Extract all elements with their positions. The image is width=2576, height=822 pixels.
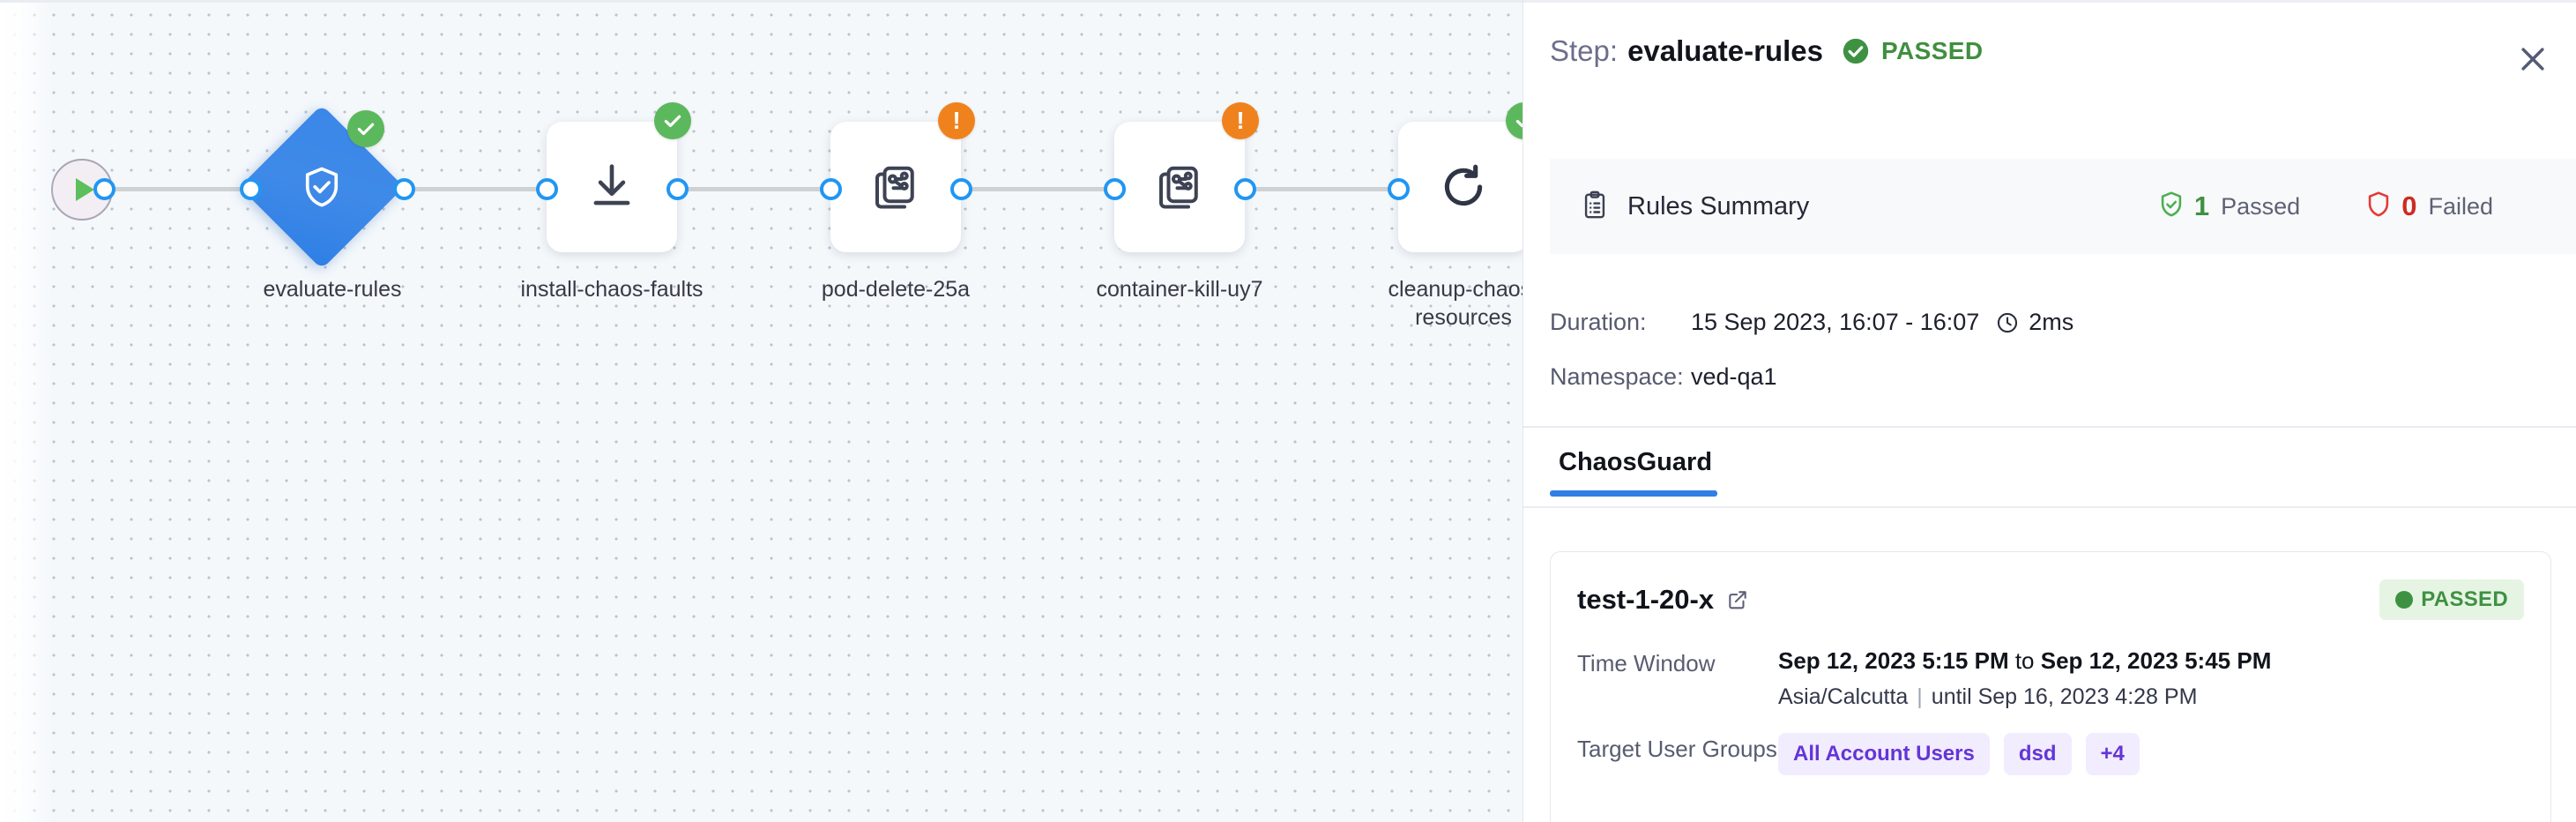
- user-group-chip[interactable]: All Account Users: [1778, 733, 1990, 775]
- check-icon: [357, 123, 375, 136]
- close-icon[interactable]: [2509, 35, 2557, 83]
- pipeline-node-evaluate-rules[interactable]: [239, 104, 405, 270]
- node-label: install-chaos-faults: [520, 277, 704, 302]
- connector-rail: [661, 187, 834, 191]
- play-icon: [75, 178, 94, 201]
- node-status-badge-passed: [347, 110, 384, 147]
- external-link-icon[interactable]: [1726, 588, 1749, 611]
- clock-icon: [1998, 312, 2018, 333]
- target-user-groups-label: Target User Groups: [1577, 736, 1777, 762]
- chaos-fault-icon: [875, 166, 914, 209]
- connector-rail: [945, 187, 1118, 191]
- node-port[interactable]: [1234, 178, 1256, 200]
- connector-rail: [379, 187, 547, 191]
- check-circle-icon: [1841, 36, 1871, 66]
- node-port[interactable]: [393, 178, 415, 200]
- shield-check-icon: [2156, 190, 2186, 224]
- node-port[interactable]: [666, 178, 689, 200]
- connector-rail: [104, 187, 268, 191]
- user-group-overflow-chip[interactable]: +4: [2085, 733, 2140, 775]
- node-label: pod-delete-25a: [821, 277, 971, 302]
- shield-icon: [2364, 190, 2394, 224]
- exclamation-icon: !: [952, 107, 961, 134]
- time-window-end: Sep 12, 2023 5:45 PM: [2040, 647, 2272, 674]
- rules-summary-title: Rules Summary: [1627, 191, 1810, 220]
- check-icon: [1515, 119, 1523, 128]
- target-user-groups-chips: All Account Users dsd +4: [1778, 733, 2140, 775]
- node-port[interactable]: [820, 178, 842, 200]
- node-status-badge-warning: !: [938, 102, 975, 139]
- node-port[interactable]: [93, 178, 115, 200]
- status-badge: PASSED: [1881, 37, 1984, 64]
- timezone-value: Asia/Calcutta: [1778, 684, 1909, 709]
- node-port[interactable]: [1104, 178, 1126, 200]
- node-port[interactable]: [536, 178, 558, 200]
- chaosguard-result-card: test-1-20-x PASSED Time Window Sep 12, 2: [1550, 551, 2551, 822]
- canvas-top-border: [0, 0, 1523, 3]
- time-window-subtext: Asia/Calcutta | until Sep 16, 2023 4:28 PM: [1778, 684, 2271, 710]
- duration-elapsed-group: 2ms: [1995, 309, 2073, 336]
- panel-header: Step: evaluate-rules PASSED: [1550, 25, 2553, 78]
- status-dot-icon: [2395, 591, 2414, 609]
- download-icon: [593, 164, 630, 206]
- namespace-label: Namespace:: [1550, 363, 1684, 390]
- card-status-badge: PASSED: [2379, 579, 2524, 620]
- node-label: evaluate-rules: [263, 277, 402, 302]
- panel-top-border: [1523, 0, 2576, 3]
- node-status-badge-passed: [1506, 102, 1523, 139]
- shield-check-icon: [305, 167, 339, 207]
- clipboard-icon: [1580, 190, 1610, 224]
- pipeline-node-cleanup-chaos-resources[interactable]: [1398, 102, 1523, 252]
- rules-passed-label: Passed: [2221, 192, 2301, 220]
- rules-summary-panel: Rules Summary 1 Passed: [1550, 159, 2576, 254]
- panel-step-prefix: Step:: [1550, 34, 1619, 67]
- panel-tabs: ChaosGuard: [1550, 439, 1726, 497]
- time-window-row: Time Window Sep 12, 2023 5:15 PM to Sep …: [1577, 647, 2524, 710]
- node-status-badge-passed: [654, 102, 691, 139]
- card-title: test-1-20-x: [1577, 584, 1715, 615]
- duration-value: 15 Sep 2023, 16:07 - 16:07 2ms: [1691, 309, 2073, 336]
- rules-failed-label: Failed: [2428, 192, 2493, 220]
- time-window-start: Sep 12, 2023 5:15 PM: [1778, 647, 2009, 674]
- section-divider: [1523, 426, 2576, 428]
- pipeline-node-pod-delete-25a[interactable]: !: [830, 102, 975, 252]
- connector-rail: [1229, 187, 1402, 191]
- tabs-bottom-rule: [1523, 506, 2576, 508]
- rules-failed-count: 0 Failed: [2364, 190, 2493, 224]
- until-value: until Sep 16, 2023 4:28 PM: [1931, 684, 2198, 709]
- time-window-value: Sep 12, 2023 5:15 PM to Sep 12, 2023 5:4…: [1778, 647, 2271, 675]
- duration-label: Duration:: [1550, 309, 1647, 335]
- time-window-join: to: [2008, 647, 2041, 674]
- text-separator: |: [1917, 684, 1923, 709]
- pipeline-node-container-kill-uy7[interactable]: !: [1114, 102, 1259, 252]
- user-group-chip[interactable]: dsd: [2003, 733, 2072, 775]
- pipeline-node-install-chaos-faults[interactable]: [547, 102, 691, 252]
- time-window-label: Time Window: [1577, 650, 1716, 676]
- rules-passed-count: 1 Passed: [2156, 190, 2300, 224]
- namespace-value: ved-qa1: [1691, 363, 1777, 390]
- node-port[interactable]: [240, 178, 262, 200]
- node-port[interactable]: [950, 178, 972, 200]
- refresh-icon: [1444, 164, 1483, 206]
- target-user-groups-row: Target User Groups All Account Users dsd…: [1577, 733, 2524, 775]
- node-label: cleanup-chaos-resources: [1388, 277, 1523, 330]
- duration-elapsed: 2ms: [2029, 309, 2074, 335]
- duration-row: Duration: 15 Sep 2023, 16:07 - 16:07 2ms: [1550, 309, 2073, 336]
- node-status-badge-warning: !: [1222, 102, 1259, 139]
- namespace-row: Namespace: ved-qa1: [1550, 363, 1777, 391]
- page-title: evaluate-rules: [1627, 34, 1824, 67]
- node-label: container-kill-uy7: [1096, 277, 1263, 302]
- pipeline-canvas[interactable]: evaluate-rules install-chaos-faults: [0, 0, 1523, 822]
- check-icon: [664, 115, 681, 128]
- tab-chaosguard[interactable]: ChaosGuard: [1550, 439, 1726, 497]
- rules-passed-number: 1: [2193, 191, 2210, 221]
- chaos-fault-icon: [1159, 166, 1198, 209]
- duration-range: 15 Sep 2023, 16:07 - 16:07: [1691, 309, 1980, 335]
- card-status-text: PASSED: [2421, 587, 2508, 611]
- step-details-panel: Step: evaluate-rules PASSED: [1523, 0, 2576, 822]
- node-port[interactable]: [1388, 178, 1410, 200]
- exclamation-icon: !: [1236, 107, 1245, 134]
- rules-failed-number: 0: [2401, 191, 2417, 221]
